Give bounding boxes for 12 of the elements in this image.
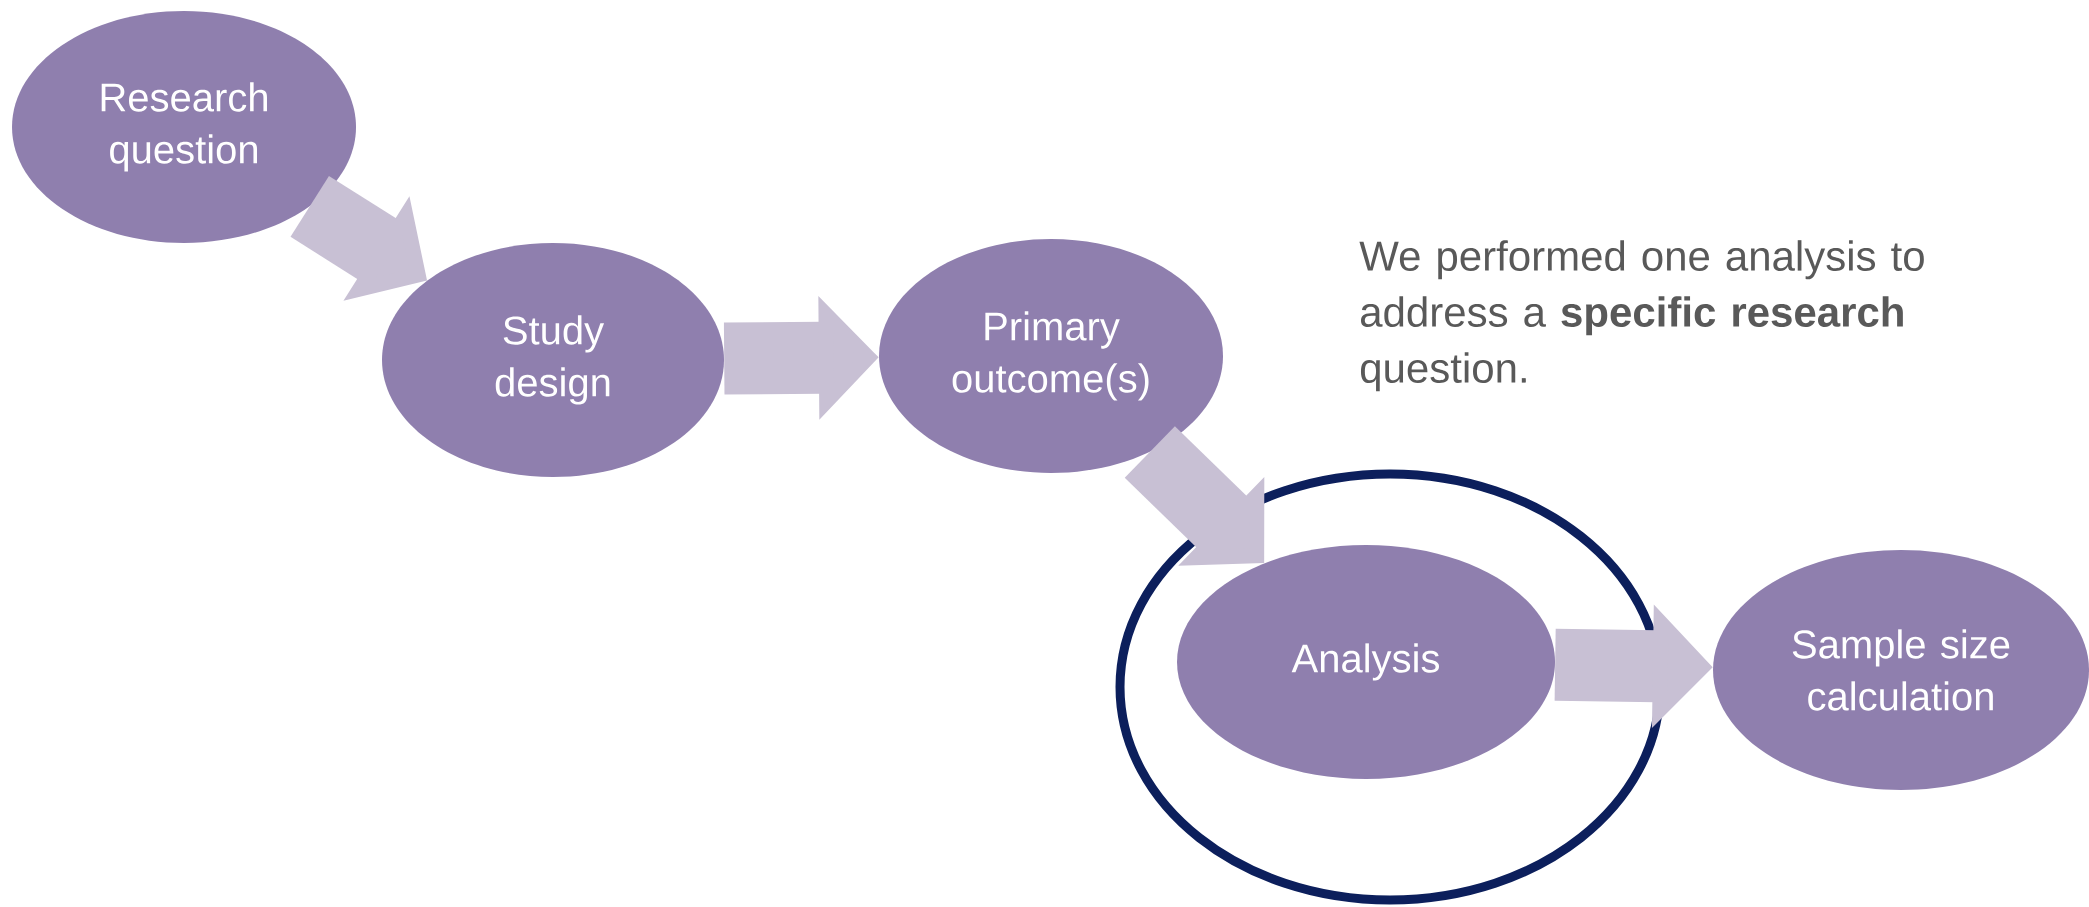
node-label: Research question xyxy=(101,82,267,172)
process-ellipse xyxy=(1177,545,1555,779)
process-ellipse xyxy=(1713,550,2089,790)
process-ellipse xyxy=(879,239,1223,473)
process-ellipse xyxy=(12,11,356,243)
node-label: Primary outcome(s) xyxy=(952,311,1149,401)
process-ellipse xyxy=(382,243,724,477)
block-arrow xyxy=(1124,426,1265,566)
node-label: Sample size calculation xyxy=(1792,629,2010,711)
node-label: Analysis xyxy=(1291,643,1439,681)
note-text: We performed one analysis to address a specific research question. xyxy=(1359,240,1924,392)
node-label: Study design xyxy=(495,315,610,405)
